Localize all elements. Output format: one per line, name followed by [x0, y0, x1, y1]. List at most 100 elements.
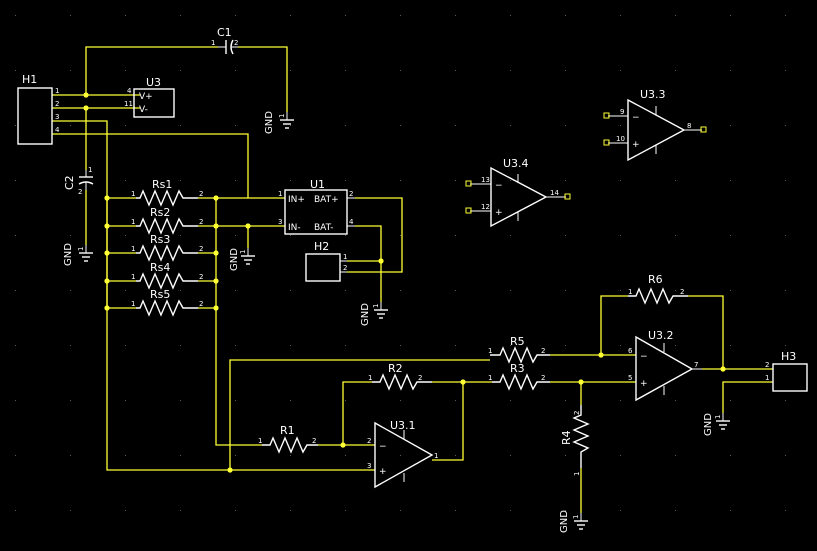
junction-dot — [340, 442, 346, 448]
grid-dot — [345, 180, 346, 181]
opamp-plus-sign: + — [640, 379, 648, 389]
grid-dot — [565, 125, 566, 126]
grid-dot — [180, 125, 181, 126]
grid-dot — [345, 510, 346, 511]
pin-number: 5 — [628, 374, 632, 382]
pin-number: 2 — [199, 300, 203, 308]
pin-number: 1 — [131, 218, 135, 226]
connector-h3: H3 2 1 — [765, 350, 808, 392]
grid-dot — [565, 345, 566, 346]
grid-dot — [785, 400, 786, 401]
connector-h2-body — [305, 253, 341, 282]
wire-r2-left — [342, 381, 372, 445]
grid-dot — [290, 290, 291, 291]
pin-number: 1 — [278, 190, 282, 198]
grid-dot — [730, 70, 731, 71]
grid-dot — [15, 235, 16, 236]
pin-number: 1 — [278, 114, 286, 118]
grid-dot — [235, 125, 236, 126]
ref-h3: H3 — [781, 350, 796, 363]
pin-number: 2 — [234, 39, 238, 47]
gnd-symbol-r4: GND 1 — [559, 510, 588, 533]
resistor-r5: R5 1 2 — [488, 335, 550, 364]
grid-dot — [235, 290, 236, 291]
pin-number: 2 — [680, 288, 684, 296]
grid-dot — [70, 290, 71, 291]
grid-dot — [785, 455, 786, 456]
opamp-u3-1: − + U3.1 2 3 1 — [367, 419, 438, 489]
grid-dot — [290, 455, 291, 456]
resistor-rs5-zigzag — [136, 299, 198, 317]
pin-number: 1 — [258, 437, 262, 445]
grid-dot — [180, 345, 181, 346]
pin-number: 2 — [573, 411, 581, 415]
grid-dot — [345, 70, 346, 71]
grid-dot — [565, 70, 566, 71]
grid-dot — [620, 510, 621, 511]
grid-dot — [290, 125, 291, 126]
pin-number: 2 — [199, 245, 203, 253]
gnd-label: GND — [264, 111, 275, 134]
gnd-symbol-u1: GND 1 — [229, 248, 255, 271]
grid-dot — [70, 510, 71, 511]
grid-dot — [565, 235, 566, 236]
opamp-u3-3: − + U3.3 9 10 8 — [603, 88, 707, 162]
pin-number: 6 — [628, 347, 633, 355]
opamp-minus-sign: − — [632, 113, 640, 123]
ref-r4: R4 — [560, 430, 573, 445]
pin-number: 2 — [55, 100, 59, 108]
grid-dot — [455, 345, 456, 346]
pin-number: 1 — [368, 374, 372, 382]
gnd-symbol-c1: GND 1 — [264, 111, 294, 134]
ref-r5: R5 — [510, 335, 525, 348]
resistor-rs5: Rs5 1 2 — [131, 288, 203, 317]
wire-h1p3-bus — [52, 120, 490, 471]
grid-dot — [785, 125, 786, 126]
pin-number: 8 — [687, 122, 691, 130]
grid-dot — [15, 290, 16, 291]
grid-dot — [620, 345, 621, 346]
grid-dot — [290, 235, 291, 236]
grid-dot — [15, 180, 16, 181]
ref-u3-3: U3.3 — [640, 88, 666, 101]
grid-dot — [180, 235, 181, 236]
grid-dot — [730, 345, 731, 346]
pin-label-in-minus: IN- — [288, 223, 301, 233]
ref-r1: R1 — [280, 424, 295, 437]
junction-dot — [104, 223, 110, 229]
junction-dot — [213, 278, 219, 284]
grid-dot — [125, 455, 126, 456]
grid-dot — [125, 510, 126, 511]
grid-dot — [180, 15, 181, 16]
junction-dots — [83, 92, 726, 473]
unconnected-pin-marker — [603, 139, 610, 146]
pin-number: 1 — [343, 253, 347, 261]
connector-h1-body — [17, 87, 53, 145]
grid-dot — [180, 510, 181, 511]
resistor-rs1: Rs1 1 2 — [131, 178, 203, 207]
ref-r2: R2 — [388, 362, 403, 375]
grid-dot — [70, 235, 71, 236]
opamp-u3-2: − + U3.2 6 5 7 — [628, 329, 702, 402]
pin-label-vplus: V+ — [139, 92, 153, 102]
ref-u3-1: U3.1 — [390, 419, 416, 432]
gnd-label: GND — [63, 243, 74, 266]
resistor-r6-zigzag — [628, 287, 688, 305]
grid-dot — [70, 455, 71, 456]
capacitor-c1: C1 1 2 — [211, 26, 238, 55]
grid-dot — [180, 455, 181, 456]
pin-number: 1 — [77, 247, 85, 251]
pin-number: 12 — [481, 203, 490, 211]
pin-number: 2 — [418, 374, 422, 382]
grid-dot — [180, 400, 181, 401]
grid-dot — [675, 15, 676, 16]
grid-dot — [345, 15, 346, 16]
grid-dot — [15, 400, 16, 401]
wire-h1p1-c1 — [52, 46, 218, 96]
grid-dot — [675, 345, 676, 346]
grid-dot — [565, 510, 566, 511]
grid-dot — [455, 180, 456, 181]
resistor-rs4-zigzag — [136, 272, 198, 290]
grid-dot — [675, 455, 676, 456]
grid-dot — [455, 510, 456, 511]
